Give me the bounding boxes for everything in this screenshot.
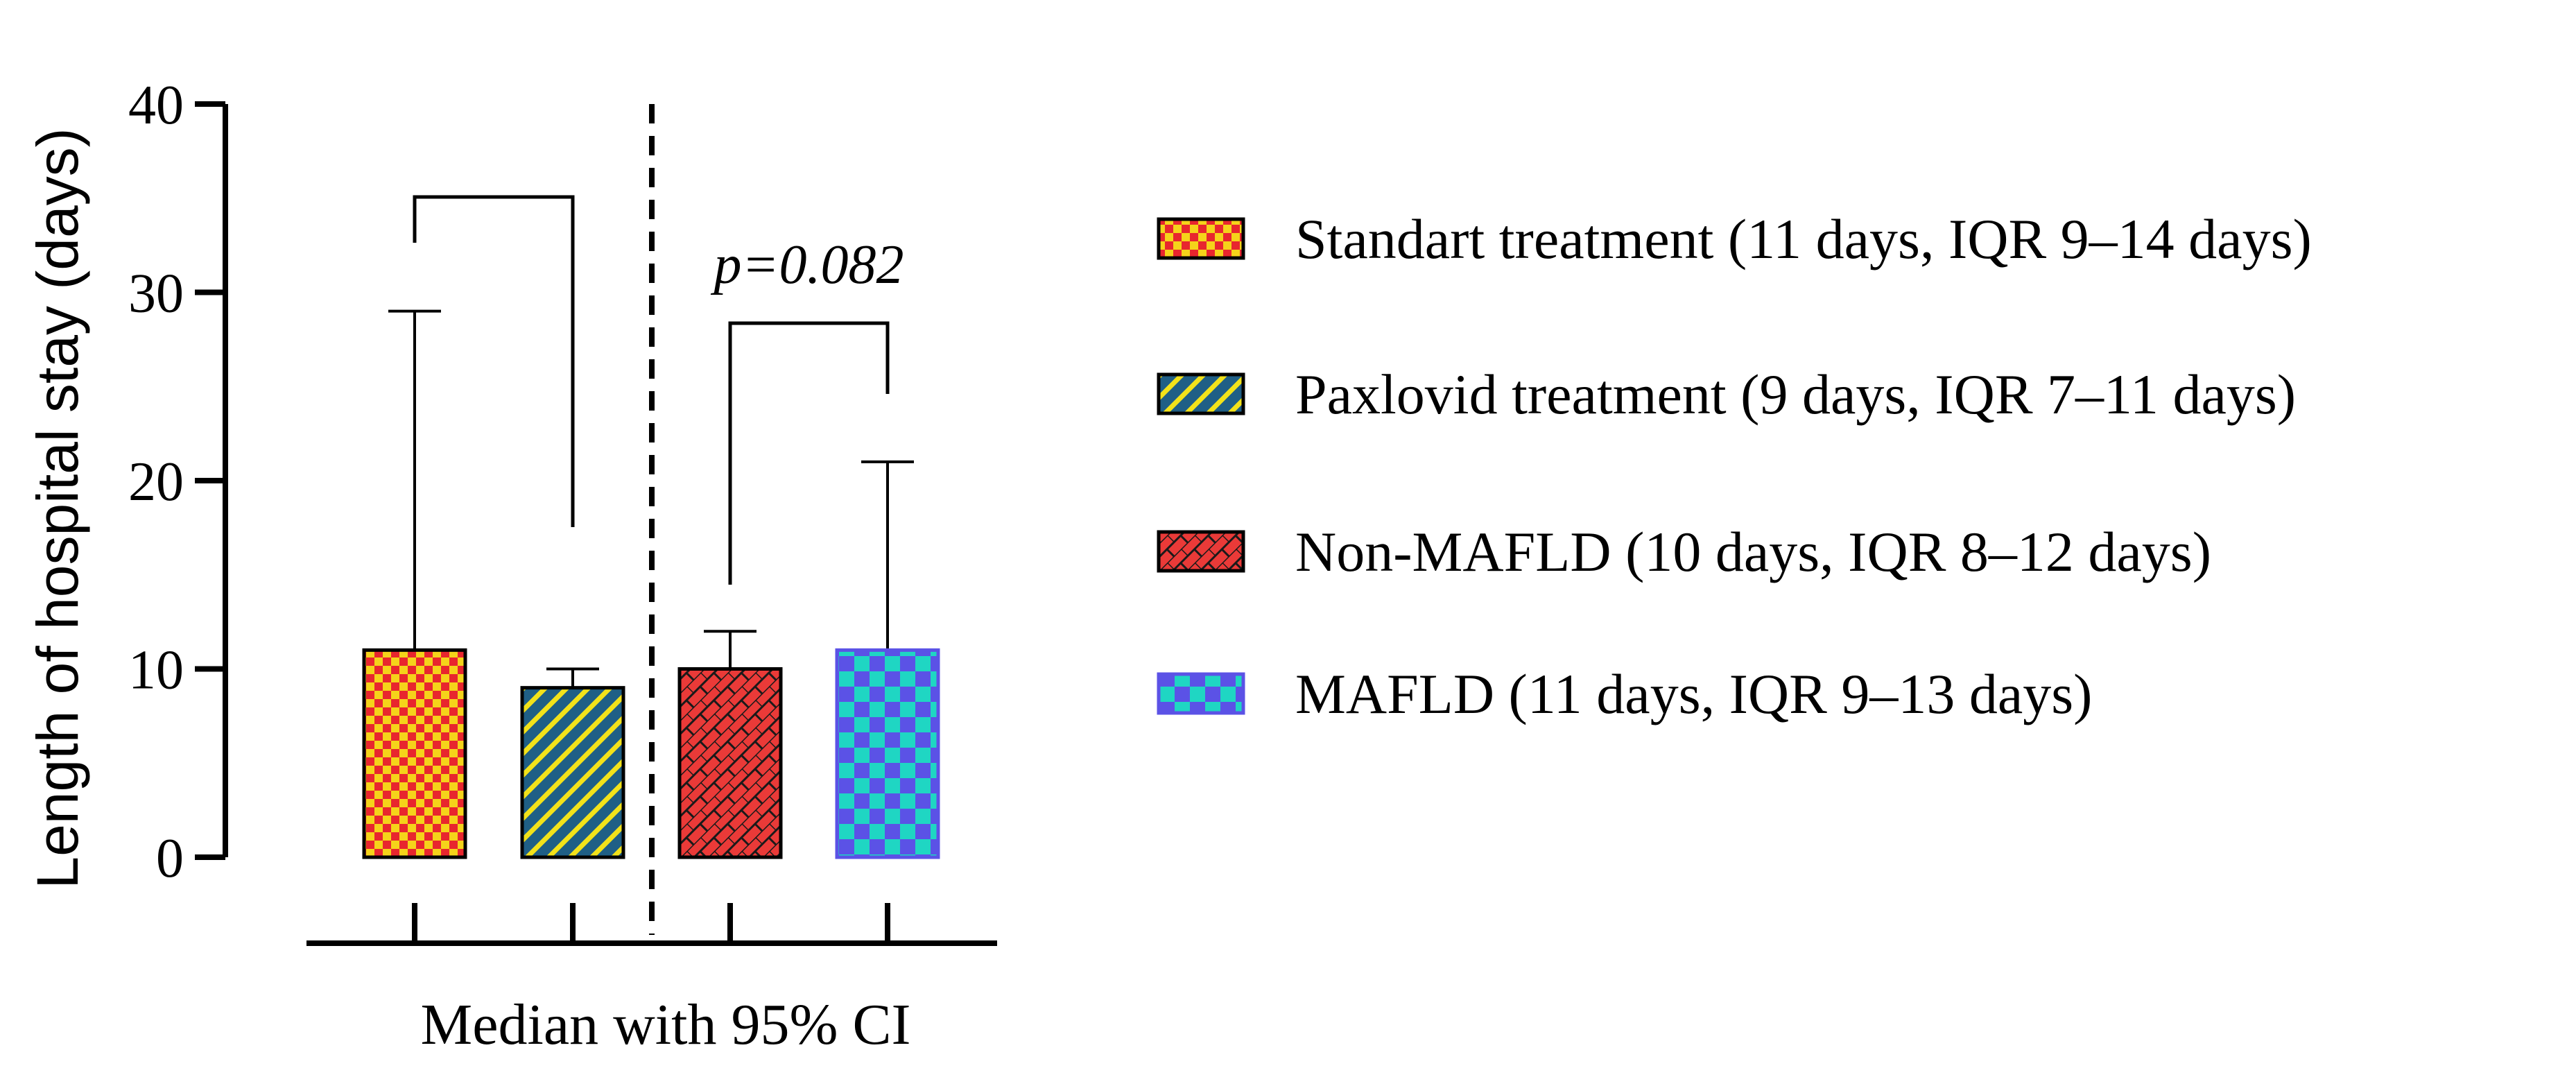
y-tick-label: 20 [128,452,184,513]
y-tick-label: 40 [128,75,184,136]
p-value-label: p=0.082 [711,234,904,295]
legend-item: MAFLD (11 days, IQR 9–13 days) [1157,662,2092,725]
legend-item: Standart treatment (11 days, IQR 9–14 da… [1157,207,2312,270]
y-axis-label: Length of hospital stay (days) [25,128,90,888]
comparison-bracket [413,195,575,527]
bar [362,648,467,859]
comparison-bracket [728,321,890,585]
bar [520,686,625,859]
legend-label: MAFLD (11 days, IQR 9–13 days) [1295,662,2092,725]
legend-label: Non-MAFLD (10 days, IQR 8–12 days) [1295,520,2211,583]
legend-swatch [1157,672,1245,715]
legend-swatch [1157,372,1245,415]
bar-layer [362,309,940,859]
legend-item: Non-MAFLD (10 days, IQR 8–12 days) [1157,520,2211,583]
legend: Standart treatment (11 days, IQR 9–14 da… [1157,207,2312,725]
y-tick-label: 0 [156,828,184,889]
comparison-layer: p=0.082 [413,195,904,585]
legend-swatch [1157,217,1245,260]
legend-label: Standart treatment (11 days, IQR 9–14 da… [1295,207,2312,270]
bar [677,667,783,859]
x-axis-label: Median with 95% CI [421,992,911,1057]
legend-item: Paxlovid treatment (9 days, IQR 7–11 day… [1157,363,2296,426]
bar [835,648,940,859]
legend-swatch [1157,530,1245,573]
legend-label: Paxlovid treatment (9 days, IQR 7–11 day… [1295,363,2296,426]
y-tick-label: 30 [128,264,184,325]
y-tick-label: 10 [128,640,184,701]
